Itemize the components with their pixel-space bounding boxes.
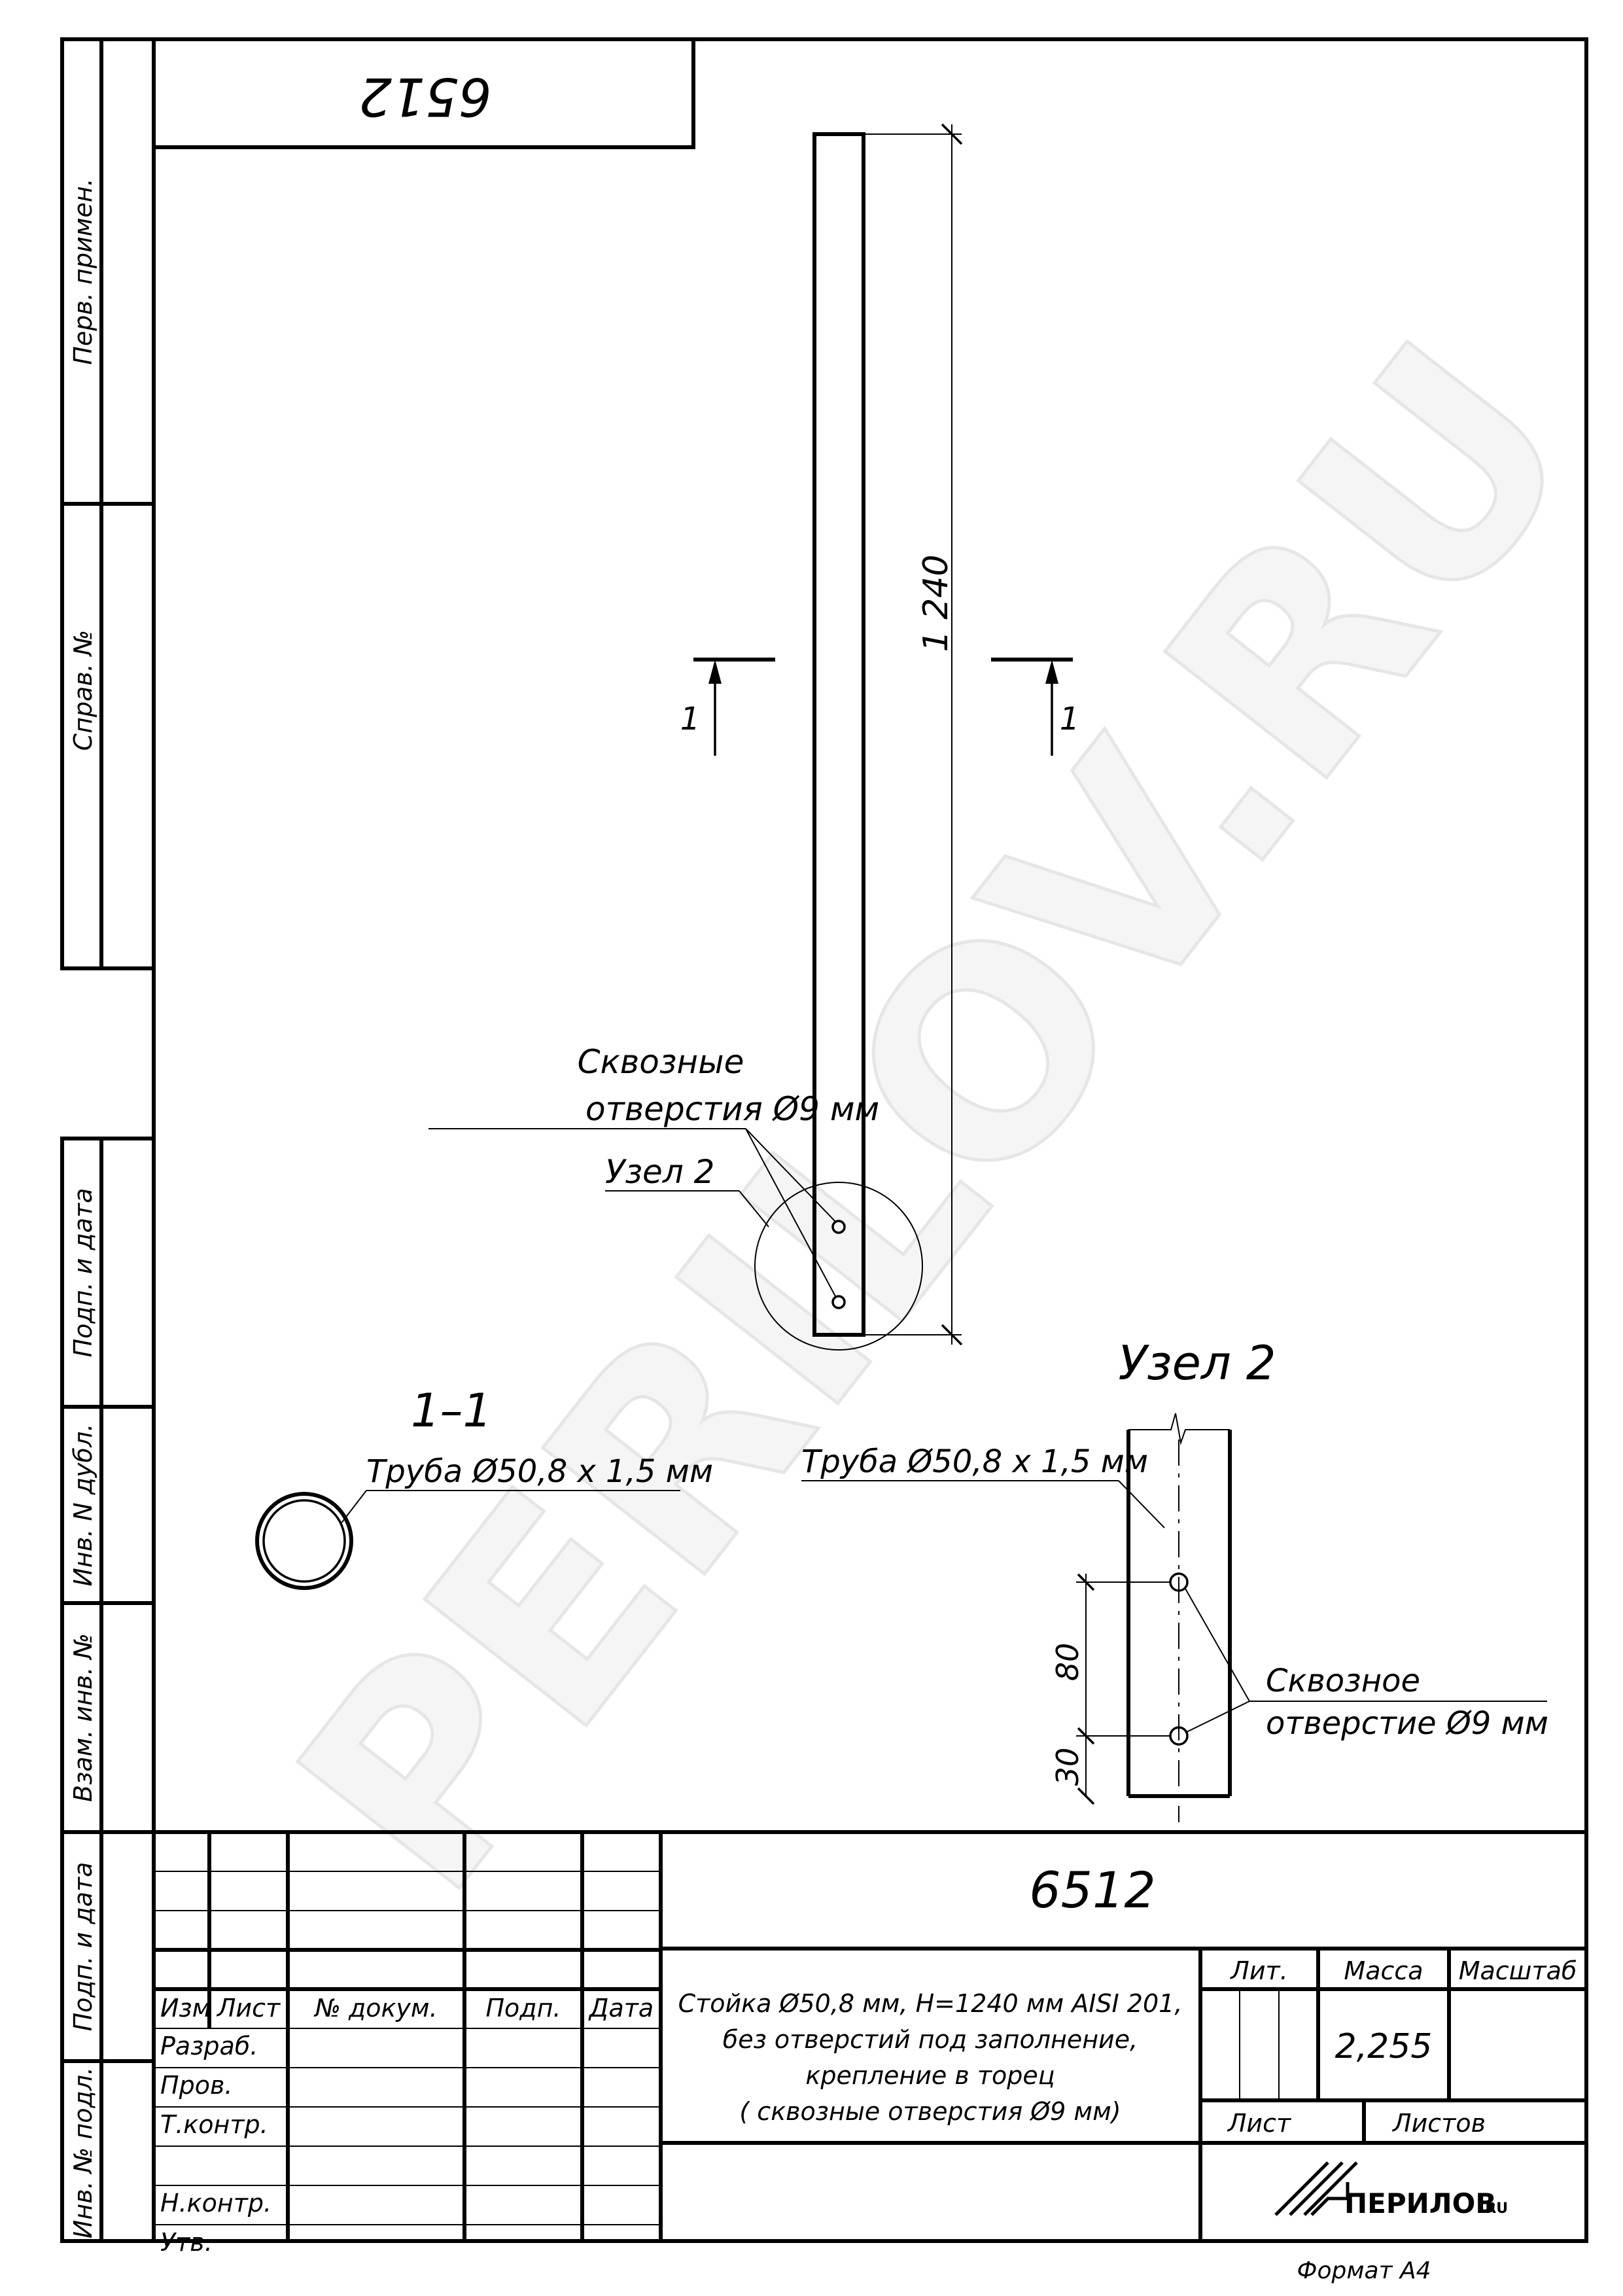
- sheet-format: Формат А4: [1297, 2257, 1431, 2284]
- drawing-number: 6512: [1029, 1861, 1155, 1919]
- side-label-orig-inv: Инв. № подл.: [69, 2067, 97, 2238]
- rev-header-date: Дата: [588, 1994, 654, 2022]
- dimension-30: 30: [1050, 1748, 1085, 1786]
- length-dimension: 1 240: [916, 555, 956, 652]
- rev-header-doc: № докум.: [313, 1994, 437, 2022]
- through-holes-label-line1: Сквозные: [578, 1043, 744, 1081]
- title-line-2: без отверстий под заполнение,: [723, 2025, 1138, 2054]
- info-header-scale: Масштаб: [1459, 1956, 1577, 1985]
- section-marker-right: [991, 658, 1073, 756]
- role-approved: Утв.: [160, 2228, 213, 2257]
- section-mark-left: 1: [680, 701, 701, 737]
- detail-hole-label-line2: отверстие Ø9 мм: [1266, 1705, 1548, 1742]
- node-2-detail-view: [801, 1413, 1547, 1822]
- watermark-text: PERILOV.RU: [238, 287, 1623, 1949]
- watermark: PERILOV.RU: [237, 285, 1623, 1951]
- rotated-number-box: [152, 37, 695, 149]
- side-margin-top: [60, 37, 156, 970]
- role-checker: Пров.: [160, 2071, 232, 2100]
- side-label-sign-date-2: Подп. и дата: [69, 1862, 97, 2032]
- side-margin-bottom: [60, 1137, 156, 2243]
- info-header-lit: Лит.: [1229, 1956, 1288, 1985]
- section-mark-right: 1: [1060, 701, 1080, 737]
- rev-header-list: Лист: [216, 1994, 281, 2022]
- node-2-title: Узел 2: [1118, 1335, 1276, 1390]
- info-header-sheets: Листов: [1391, 2109, 1486, 2138]
- mass-value: 2,255: [1335, 2027, 1433, 2066]
- side-label-replace-inv: Взам. инв. №: [69, 1633, 97, 1802]
- node-pipe-label: Труба Ø50,8 х 1,5 мм: [801, 1443, 1148, 1480]
- role-developer: Разраб.: [160, 2032, 258, 2060]
- side-label-sign-date-1: Подп. и дата: [69, 1188, 97, 1358]
- rev-header-izm: Изм: [160, 1994, 211, 2022]
- rev-header-sign: Подп.: [485, 1994, 561, 2022]
- role-tech-control: Т.контр.: [160, 2110, 268, 2139]
- hole-upper: [831, 1220, 846, 1234]
- company-logo: ПЕРИЛОВ .RU: [1274, 2161, 1508, 2219]
- node-2-callout: Узел 2: [605, 1153, 714, 1191]
- node-2-circle: [754, 1182, 923, 1351]
- section-marker-left: [693, 658, 775, 756]
- title-line-1: Стойка Ø50,8 мм, H=1240 мм AISI 201,: [678, 1989, 1183, 2018]
- role-norm-control: Н.контр.: [160, 2189, 271, 2217]
- info-header-sheet: Лист: [1227, 2109, 1292, 2138]
- side-label-first-use: Перв. примен.: [69, 178, 97, 364]
- section-title: 1–1: [411, 1384, 492, 1438]
- section-1-1-view: [255, 1490, 680, 1590]
- hole-lower: [831, 1295, 846, 1309]
- side-label-dup-inv: Инв. N дубл.: [69, 1424, 97, 1587]
- title-line-4: ( сквозные отверстия Ø9 мм): [739, 2097, 1121, 2126]
- through-holes-leader: [428, 1128, 837, 1298]
- section-pipe-label: Труба Ø50,8 х 1,5 мм: [366, 1453, 713, 1490]
- side-label-reference: Справ. №: [69, 630, 97, 751]
- node-2-leader: [605, 1190, 769, 1227]
- info-header-mass: Масса: [1344, 1956, 1423, 1985]
- drawing-number-rotated: 6512: [358, 66, 492, 127]
- dimension-80: 80: [1050, 1643, 1085, 1682]
- detail-hole-label-line1: Сквозное: [1266, 1663, 1420, 1699]
- title-block: [152, 1830, 1588, 2243]
- pipe-elevation: [754, 123, 963, 1351]
- logo-suffix: .RU: [1480, 2200, 1508, 2217]
- through-holes-label-line2: отверстия Ø9 мм: [585, 1090, 879, 1128]
- logo-text: ПЕРИЛОВ: [1344, 2187, 1496, 2219]
- title-line-3: крепление в торец: [805, 2061, 1055, 2090]
